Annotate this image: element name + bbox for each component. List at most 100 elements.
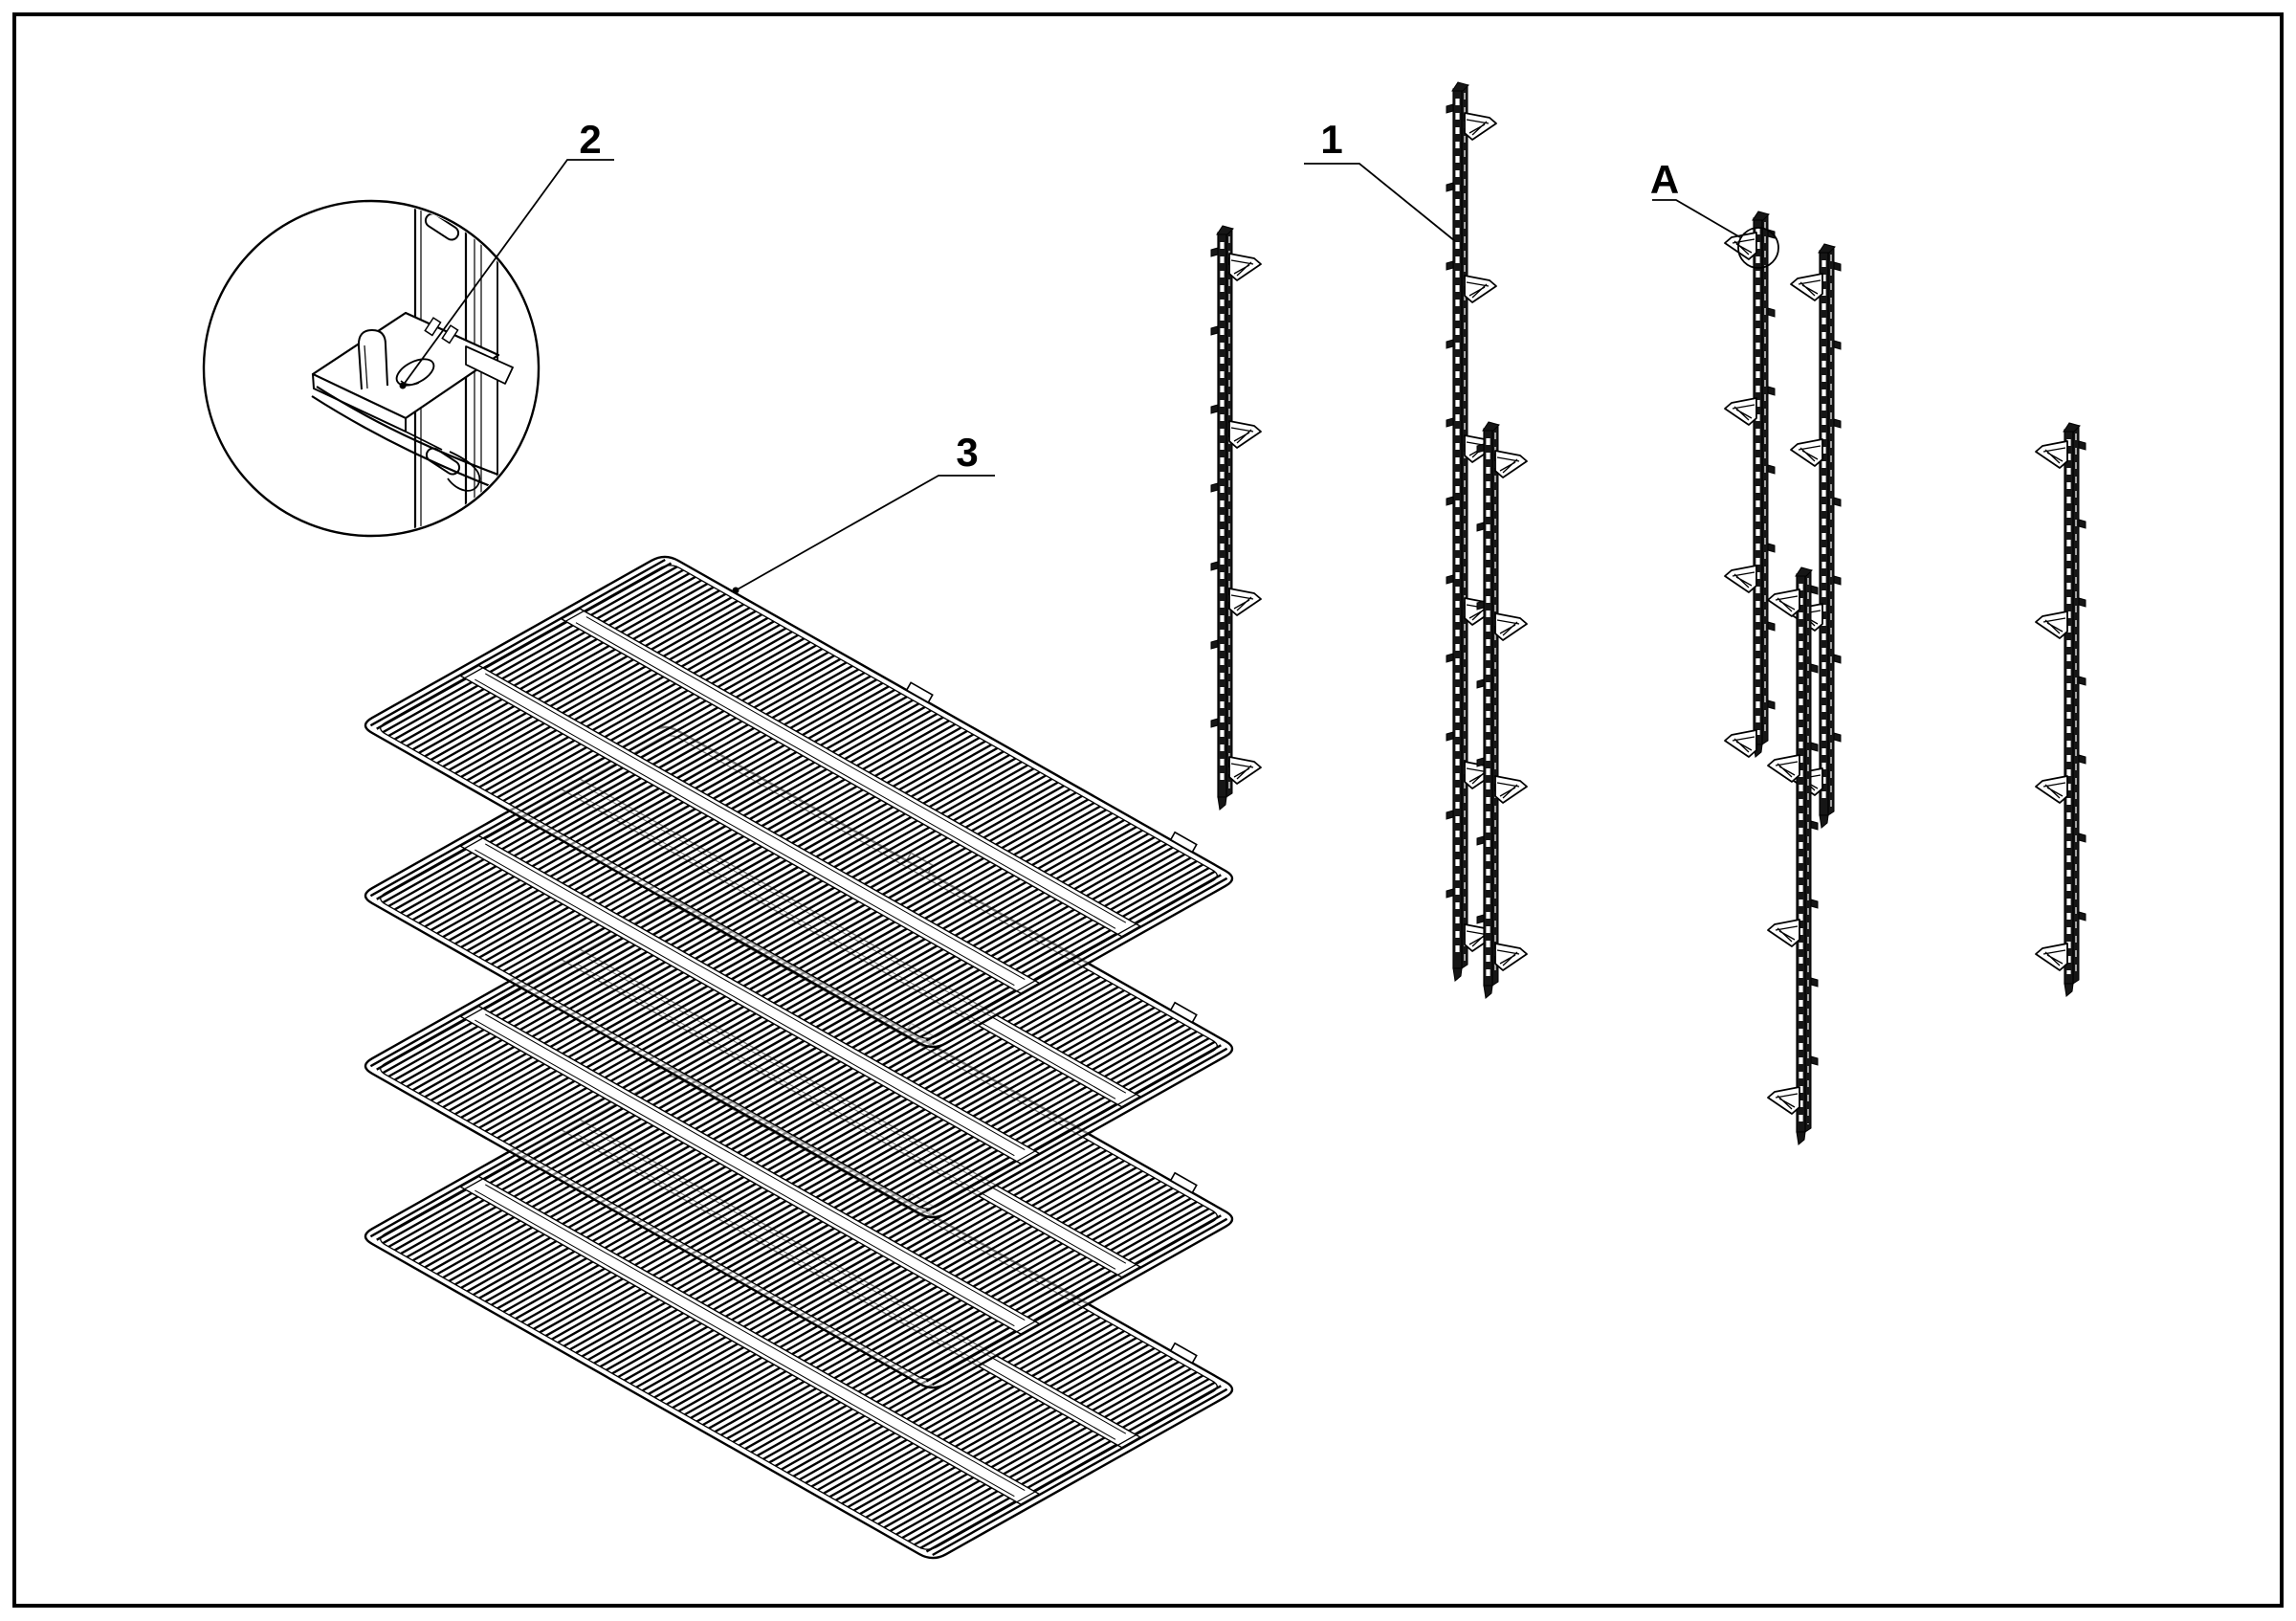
- leader-line: [1652, 199, 1741, 238]
- rail-tab: [1476, 835, 1485, 846]
- shelf-support-channel: [458, 834, 1041, 1165]
- callout-1: 1: [1304, 117, 1456, 242]
- rail-top-cap: [1482, 421, 1500, 432]
- rail-tab: [1833, 575, 1842, 586]
- rail-bottom-tip: [1483, 985, 1493, 999]
- channel-edge-lines: [475, 1013, 1026, 1327]
- clip-hook-loop: [447, 451, 481, 492]
- callout-2: 2: [399, 117, 614, 389]
- rail-tab: [2078, 754, 2086, 765]
- rail-tab: [1833, 261, 1842, 272]
- shelf-support-channel: [560, 608, 1142, 938]
- callout-label-2: 2: [579, 117, 601, 162]
- rail-1-labeled: [1446, 81, 1497, 982]
- bracket-detail-lines: [1230, 427, 1254, 444]
- rail-top-cap: [1818, 243, 1836, 254]
- rail-bottom-tip: [1796, 1131, 1806, 1145]
- rail-bottom-tip: [1819, 814, 1829, 829]
- rail-tab: [1446, 888, 1454, 899]
- sheet-border: [12, 12, 2284, 1608]
- rail-tab: [1476, 678, 1485, 689]
- rail-tab: [1476, 443, 1485, 454]
- rail-tab: [1210, 404, 1219, 414]
- clip-lock-tab: [357, 328, 388, 390]
- detail-view: [202, 199, 541, 538]
- bracket-detail-lines: [1775, 761, 1799, 778]
- rail-top-cap: [1795, 566, 1813, 577]
- detail-ring: [1737, 227, 1779, 269]
- rail-tab: [1833, 654, 1842, 664]
- rail-bottom-tip: [1452, 967, 1463, 982]
- bracket-detail-lines: [1496, 782, 1520, 799]
- rail-tab: [2078, 676, 2086, 686]
- bracket-detail-lines: [2042, 447, 2066, 464]
- bracket-detail-lines: [1732, 736, 1755, 753]
- rail-tab: [1810, 742, 1819, 752]
- bracket-detail-lines: [1230, 763, 1254, 780]
- rail-far-left: [1210, 225, 1262, 810]
- rail-tab: [1446, 574, 1454, 585]
- leader-line: [1304, 163, 1456, 242]
- leader-dot: [399, 382, 407, 389]
- rail-tab: [1476, 600, 1485, 611]
- clip-prong-2: [441, 324, 459, 344]
- leader-line: [735, 475, 995, 591]
- bracket-detail-lines: [1466, 119, 1490, 136]
- rail-top-cap: [1752, 211, 1770, 221]
- bracket-detail-lines: [1496, 456, 1520, 474]
- shelf-edge-tab: [905, 681, 934, 704]
- shelf-edge-tab: [1169, 831, 1198, 854]
- rail-tab: [1810, 820, 1819, 831]
- callout-label-A: A: [1650, 157, 1679, 202]
- rail-tab: [1210, 718, 1219, 728]
- rail-tab: [1833, 418, 1842, 429]
- rail-tab: [1810, 663, 1819, 674]
- clip-keyhole: [395, 358, 435, 387]
- rail-tab: [1476, 757, 1485, 767]
- bracket-detail-lines: [1466, 281, 1490, 299]
- bracket-detail-lines: [1775, 595, 1799, 612]
- bracket-detail-lines: [1732, 571, 1755, 588]
- rail-tab: [2078, 440, 2086, 451]
- bracket-detail-lines: [1230, 259, 1254, 277]
- rail-mid-low: [1767, 566, 1819, 1145]
- border-frame: [12, 12, 2284, 1608]
- wire-shelf-1: [364, 555, 1234, 1049]
- corner-rails: [1210, 81, 2086, 1145]
- rail-tab: [1446, 260, 1454, 271]
- rail-tab: [1446, 103, 1454, 114]
- bracket-detail-lines: [1798, 445, 1821, 462]
- rail-top-cap: [1451, 81, 1469, 92]
- rail-slot-upper: [424, 212, 460, 241]
- rail-body: [1753, 217, 1763, 745]
- channel-edge-lines: [575, 616, 1127, 929]
- shelf-wires: [369, 558, 1228, 1046]
- rail-tab: [1210, 482, 1219, 493]
- rail-bottom-tip: [1217, 796, 1227, 810]
- rail-tab: [1833, 732, 1842, 743]
- clip-hook-fold-line: [405, 431, 443, 451]
- rail-tab: [1767, 386, 1776, 396]
- rail-tab: [1446, 731, 1454, 742]
- channel-edge-lines: [475, 843, 1026, 1157]
- callout-label-3: 3: [956, 430, 978, 475]
- bracket-detail-lines: [1496, 619, 1520, 636]
- shelf-rim: [364, 555, 1234, 1049]
- rail-far-right: [2035, 422, 2086, 997]
- shelf-edge-tab: [1169, 1342, 1198, 1365]
- rail-tab: [1767, 543, 1776, 553]
- rail-tab: [2078, 519, 2086, 529]
- rail-tab: [1833, 497, 1842, 507]
- clip-hook-wire-inner: [311, 395, 516, 498]
- bracket-detail-lines: [2042, 782, 2066, 799]
- shelf-support-channel: [458, 1005, 1041, 1335]
- shelf-inner-rim: [380, 565, 1218, 1039]
- rail-tab: [1210, 639, 1219, 650]
- shelf-stack: [364, 555, 1234, 1560]
- rail-tab: [1476, 914, 1485, 924]
- rail-tab: [1810, 899, 1819, 909]
- rail-tab: [1810, 585, 1819, 595]
- callout-3: 3: [732, 430, 995, 594]
- detail-view-content: [311, 203, 522, 534]
